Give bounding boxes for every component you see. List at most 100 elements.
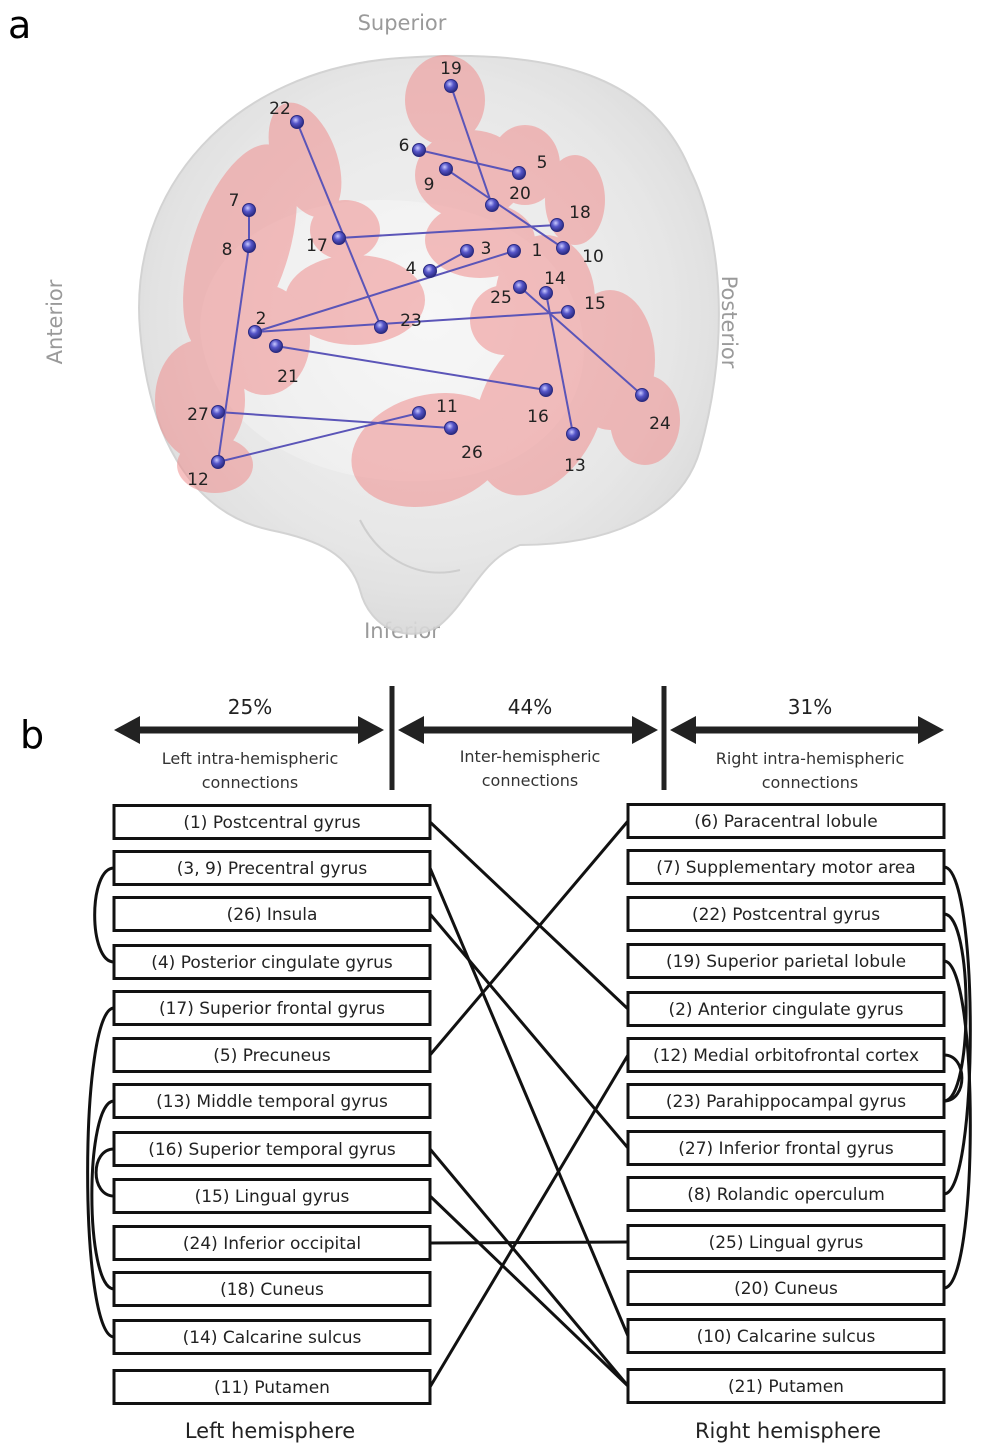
node-label-9: 9 [424,175,435,195]
left-region-label-0: (1) Postcentral gyrus [183,813,360,833]
panel-a-letter: a [8,3,31,47]
right-region-box-7: (27) Inferior frontal gyrus [626,1130,946,1166]
node-6: 6 [399,136,426,157]
node-label-5: 5 [537,153,548,173]
node-label-25: 25 [490,288,512,308]
left-region-label-6: (13) Middle temporal gyrus [156,1092,388,1112]
node-5: 5 [512,153,548,180]
inter-label-2: connections [482,771,579,790]
edge-14-13 [545,292,574,435]
right-region-label-6: (23) Parahippocampal gyrus [666,1092,906,1112]
cross-link-4 [428,1148,630,1387]
right-arc-2 [943,959,972,1290]
edge-15-2 [254,311,569,333]
left-intra-percent: 25% [228,695,272,719]
edge-25-24 [519,286,643,396]
right-region-box-2: (22) Postcentral gyrus [626,896,946,932]
left-arc-0 [93,866,115,964]
right-region-label-8: (8) Rolandic operculum [687,1185,885,1205]
right-intra-label-1: Right intra-hemispheric [716,749,905,768]
left-region-label-2: (26) Insula [227,905,318,925]
left-region-label-12: (11) Putamen [214,1378,330,1398]
node-label-26: 26 [461,443,483,463]
left-region-box-6: (13) Middle temporal gyrus [112,1083,432,1119]
node-9: 9 [424,162,453,195]
brain-connectivity-panel: a Superior Inferior Anterior Posterior [8,3,741,643]
right-region-box-11: (10) Calcarine sulcus [626,1318,946,1354]
node-23: 23 [374,311,422,334]
section-arrow-left [114,716,384,744]
right-region-box-1: (7) Supplementary motor area [626,849,946,885]
left-region-box-4: (17) Superior frontal gyrus [112,990,432,1026]
node-2: 2 [248,309,266,339]
node-7: 7 [229,191,256,217]
connection-summary-panel: b 25% 44% 31% Left intra-hemispheric con… [20,686,972,1443]
node-label-24: 24 [649,414,671,434]
cross-link-0 [428,820,630,1011]
left-region-box-12: (11) Putamen [112,1369,432,1405]
node-19: 19 [440,59,462,93]
edge-21-16 [275,345,547,391]
node-label-23: 23 [400,311,422,331]
node-17: 17 [306,231,346,256]
node-label-3: 3 [481,239,492,259]
node-14: 14 [539,269,566,300]
node-label-8: 8 [222,240,233,260]
anterior-label: Anterior [43,279,67,364]
right-region-box-5: (12) Medial orbitofrontal cortex [626,1037,946,1073]
node-label-12: 12 [187,470,209,490]
cross-link-5 [428,1194,630,1388]
left-region-label-11: (14) Calcarine sulcus [183,1328,362,1348]
section-arrow-middle [398,716,658,744]
left-region-box-8: (15) Lingual gyrus [112,1178,432,1214]
node-20: 20 [485,184,531,212]
region-boxes: (1) Postcentral gyrus (3, 9) Precentral g… [112,803,946,1405]
connection-lines [217,85,643,463]
inter-label-1: Inter-hemispheric [460,747,601,766]
left-region-label-8: (15) Lingual gyrus [195,1187,350,1207]
cross-link-7 [428,1054,630,1388]
node-11: 11 [412,397,458,420]
right-region-label-3: (19) Superior parietal lobule [666,952,906,972]
right-region-box-9: (25) Lingual gyrus [626,1224,946,1260]
left-region-box-10: (18) Cuneus [112,1271,432,1307]
right-region-label-5: (12) Medial orbitofrontal cortex [653,1046,919,1066]
right-region-box-12: (21) Putamen [626,1368,946,1404]
left-region-label-3: (4) Posterior cingulate gyrus [151,953,393,973]
edge-9-10 [445,168,564,249]
left-region-label-5: (5) Precuneus [213,1046,331,1066]
node-label-21: 21 [277,367,299,387]
node-8: 8 [222,239,256,260]
node-label-18: 18 [569,203,591,223]
node-27: 27 [187,405,225,425]
edge-19-20 [450,85,493,206]
posterior-label: Posterior [717,276,741,369]
right-region-box-8: (8) Rolandic operculum [626,1176,946,1212]
left-intra-label-2: connections [202,773,299,792]
section-arrow-right [670,716,944,744]
right-region-box-6: (23) Parahippocampal gyrus [626,1083,946,1119]
left-region-label-7: (16) Superior temporal gyrus [148,1140,396,1160]
left-region-box-11: (14) Calcarine sulcus [112,1319,432,1355]
edge-22-23 [296,121,382,328]
edge-6-5 [418,149,520,174]
node-label-1: 1 [532,241,543,261]
left-region-label-10: (18) Cuneus [220,1280,324,1300]
left-region-label-9: (24) Inferior occipital [183,1234,361,1254]
left-region-box-0: (1) Postcentral gyrus [112,804,432,840]
left-region-box-2: (26) Insula [112,896,432,932]
edge-12-11 [217,412,420,463]
right-region-box-4: (2) Anterior cingulate gyrus [626,991,946,1027]
right-region-box-3: (19) Superior parietal lobule [626,943,946,979]
right-region-label-2: (22) Postcentral gyrus [692,905,880,925]
node-12: 12 [187,455,225,490]
right-region-label-10: (20) Cuneus [734,1279,838,1299]
right-region-label-7: (27) Inferior frontal gyrus [678,1139,894,1159]
left-region-box-3: (4) Posterior cingulate gyrus [112,944,432,980]
node-16: 16 [527,383,553,427]
region-connections [86,820,972,1388]
left-region-box-1: (3, 9) Precentral gyrus [112,850,432,886]
edge-17-18 [338,224,558,239]
right-region-box-0: (6) Paracentral lobule [626,803,946,839]
node-21: 21 [269,339,299,387]
